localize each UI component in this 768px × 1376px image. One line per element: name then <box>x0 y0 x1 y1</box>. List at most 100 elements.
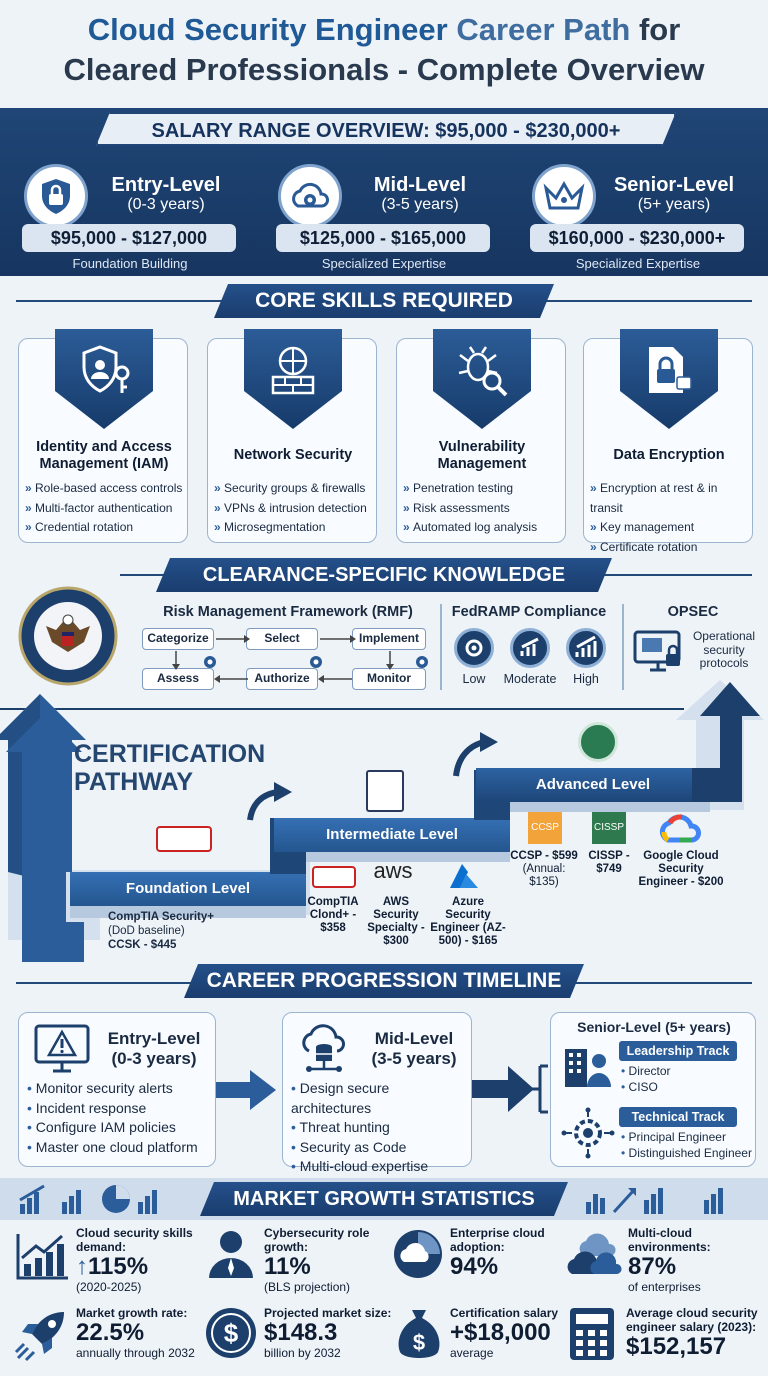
opsec-text: Operational security protocols <box>692 629 756 670</box>
skill-title: Vulnerability Management <box>437 439 527 472</box>
stat-value: $152,157 <box>626 1333 727 1360</box>
salary-range: $160,000 - $230,000+ <box>530 224 744 252</box>
stat-value: $148.3 <box>264 1319 338 1346</box>
tech-item: Distinguished Engineer <box>621 1145 752 1161</box>
stat-sub: of enterprises <box>628 1280 701 1294</box>
salary-heading: SALARY RANGE OVERVIEW: $95,000 - $230,00… <box>96 112 676 146</box>
skill-bullet: Microsegmentation <box>214 518 367 538</box>
timeline-senior: Senior-Level (5+ years) Leadership Track… <box>550 1012 756 1167</box>
skill-bullet: Credential rotation <box>25 518 182 538</box>
tech-item: Principal Engineer <box>621 1129 752 1145</box>
document-lock-icon <box>620 329 718 429</box>
cert-security-plus-note: (DoD baseline) <box>108 925 185 937</box>
stat-role-growth: Cybersecurity role growth:11%(BLS projec… <box>264 1226 384 1294</box>
google-cloud-icon <box>658 812 702 844</box>
stat-sub: (BLS projection) <box>264 1280 351 1294</box>
rmf-step-categorize: Categorize <box>142 628 214 650</box>
skill-title: Data Encryption <box>613 447 725 463</box>
divider-v <box>622 604 624 690</box>
skill-bullets: Encryption at rest & in transitKey manag… <box>590 479 752 557</box>
salary-range: $125,000 - $165,000 <box>276 224 490 252</box>
mid-bullets: Design secure architecturesThreat huntin… <box>291 1079 471 1177</box>
fedramp-moderate-label: Moderate <box>503 672 557 686</box>
cissp-logo: CISSP <box>592 812 626 844</box>
timeline-mid: Mid-Level(3-5 years) Design secure archi… <box>282 1012 472 1174</box>
cert-ccsp: CCSP - $599(Annual: $135) <box>508 850 580 889</box>
monitor-warning-icon <box>33 1023 91 1075</box>
cert-gcp: Google Cloud Security Engineer - $200 <box>638 850 724 888</box>
advanced-step: Advanced Level <box>476 768 710 802</box>
title-part2: Career Path <box>456 12 631 47</box>
stat-label: Market growth rate: <box>76 1306 188 1320</box>
skill-bullets: Penetration testingRisk assessmentsAutom… <box>403 479 537 538</box>
bar-chart-icons-left <box>18 1182 178 1216</box>
stat-label: Average cloud security engineer salary (… <box>626 1306 758 1334</box>
salary-level-years: (5+ years) <box>637 196 711 213</box>
fedramp-moderate-icon <box>510 628 550 668</box>
title-line2: Cleared Professionals - Complete Overvie… <box>63 52 705 87</box>
skill-bullet: Security groups & firewalls <box>214 479 367 499</box>
salary-mid: Mid-Level (3-5 years) $125,000 - $165,00… <box>268 164 500 272</box>
building-person-icon <box>561 1041 615 1091</box>
cloud-pie-icon <box>390 1228 446 1280</box>
stat-avg-salary: Average cloud security engineer salary (… <box>626 1306 766 1360</box>
skill-title: Identity and Access Management (IAM) <box>36 439 172 472</box>
timeline-arrow-1 <box>214 1068 278 1112</box>
fedramp-high-label: High <box>573 672 599 686</box>
foundation-step: Foundation Level <box>70 872 306 906</box>
skill-bullet: Multi-factor authentication <box>25 499 182 519</box>
market-heading: MARKET GROWTH STATISTICS <box>200 1182 568 1216</box>
lead-item: Director <box>621 1063 671 1079</box>
clearance-heading: CLEARANCE-SPECIFIC KNOWLEDGE <box>156 558 612 592</box>
skill-title: Network Security <box>233 447 353 463</box>
pathway-heading-1: CERTIFICATION <box>74 740 266 768</box>
bug-magnifier-icon <box>433 329 531 429</box>
entry-bullet: Master one cloud platform <box>27 1138 198 1158</box>
cert-ccsp-annual: (Annual: $135) <box>522 863 566 888</box>
skills-heading: CORE SKILLS REQUIRED <box>214 284 554 318</box>
crown-icon <box>532 164 596 228</box>
cert-badge-icon <box>366 770 404 812</box>
lock-shield-icon <box>24 164 88 228</box>
person-icon <box>206 1228 256 1280</box>
skill-bullet: Encryption at rest & in transit <box>590 479 752 518</box>
timeline-entry: Entry-Level(0-3 years) Monitor security … <box>18 1012 216 1167</box>
fedramp-low-label: Low <box>462 672 486 686</box>
svg-text:$: $ <box>224 1318 239 1348</box>
skill-bullet: Role-based access controls <box>25 479 182 499</box>
azure-logo <box>448 862 484 890</box>
stat-value: 11% <box>264 1253 311 1280</box>
ccsp-logo: CCSP <box>528 812 562 844</box>
monitor-lock-icon <box>632 628 686 676</box>
iam-key-icon <box>55 329 153 429</box>
security-plus-badge <box>156 826 212 852</box>
salary-level-title: Mid-Level <box>373 174 467 196</box>
salary-sub: Foundation Building <box>72 256 188 271</box>
stat-multi-cloud: Multi-cloud environments:87%of enterpris… <box>628 1226 758 1294</box>
dollar-coin-icon: $ <box>204 1306 258 1360</box>
skill-bullets: Role-based access controlsMulti-factor a… <box>25 479 182 538</box>
foundation-list: CompTIA Security+ (DoD baseline) CCSK - … <box>108 910 214 952</box>
salary-senior: Senior-Level (5+ years) $160,000 - $230,… <box>522 164 754 272</box>
divider <box>0 708 684 710</box>
aws-logo: aws <box>373 858 413 883</box>
skill-bullet: VPNs & intrusion detection <box>214 499 367 519</box>
stat-label: Enterprise cloud adoption: <box>450 1226 545 1254</box>
salary-level-years: (3-5 years) <box>381 196 459 213</box>
mid-bullet: Security as Code <box>291 1138 471 1158</box>
gcp-badge-icon <box>578 722 618 762</box>
government-seal <box>6 586 130 686</box>
svg-text:$: $ <box>413 1330 425 1355</box>
skill-bullet: Penetration testing <box>403 479 537 499</box>
salary-range: $95,000 - $127,000 <box>22 224 236 252</box>
cert-aws-security: AWS Security Specialty - $300 <box>367 896 425 947</box>
entry-bullet: Monitor security alerts <box>27 1079 198 1099</box>
intermediate-step: Intermediate Level <box>274 818 510 852</box>
circuit-gear-icon <box>561 1107 615 1159</box>
stat-sub: average <box>450 1346 494 1360</box>
entry-title: Entry-Level <box>107 1029 201 1048</box>
